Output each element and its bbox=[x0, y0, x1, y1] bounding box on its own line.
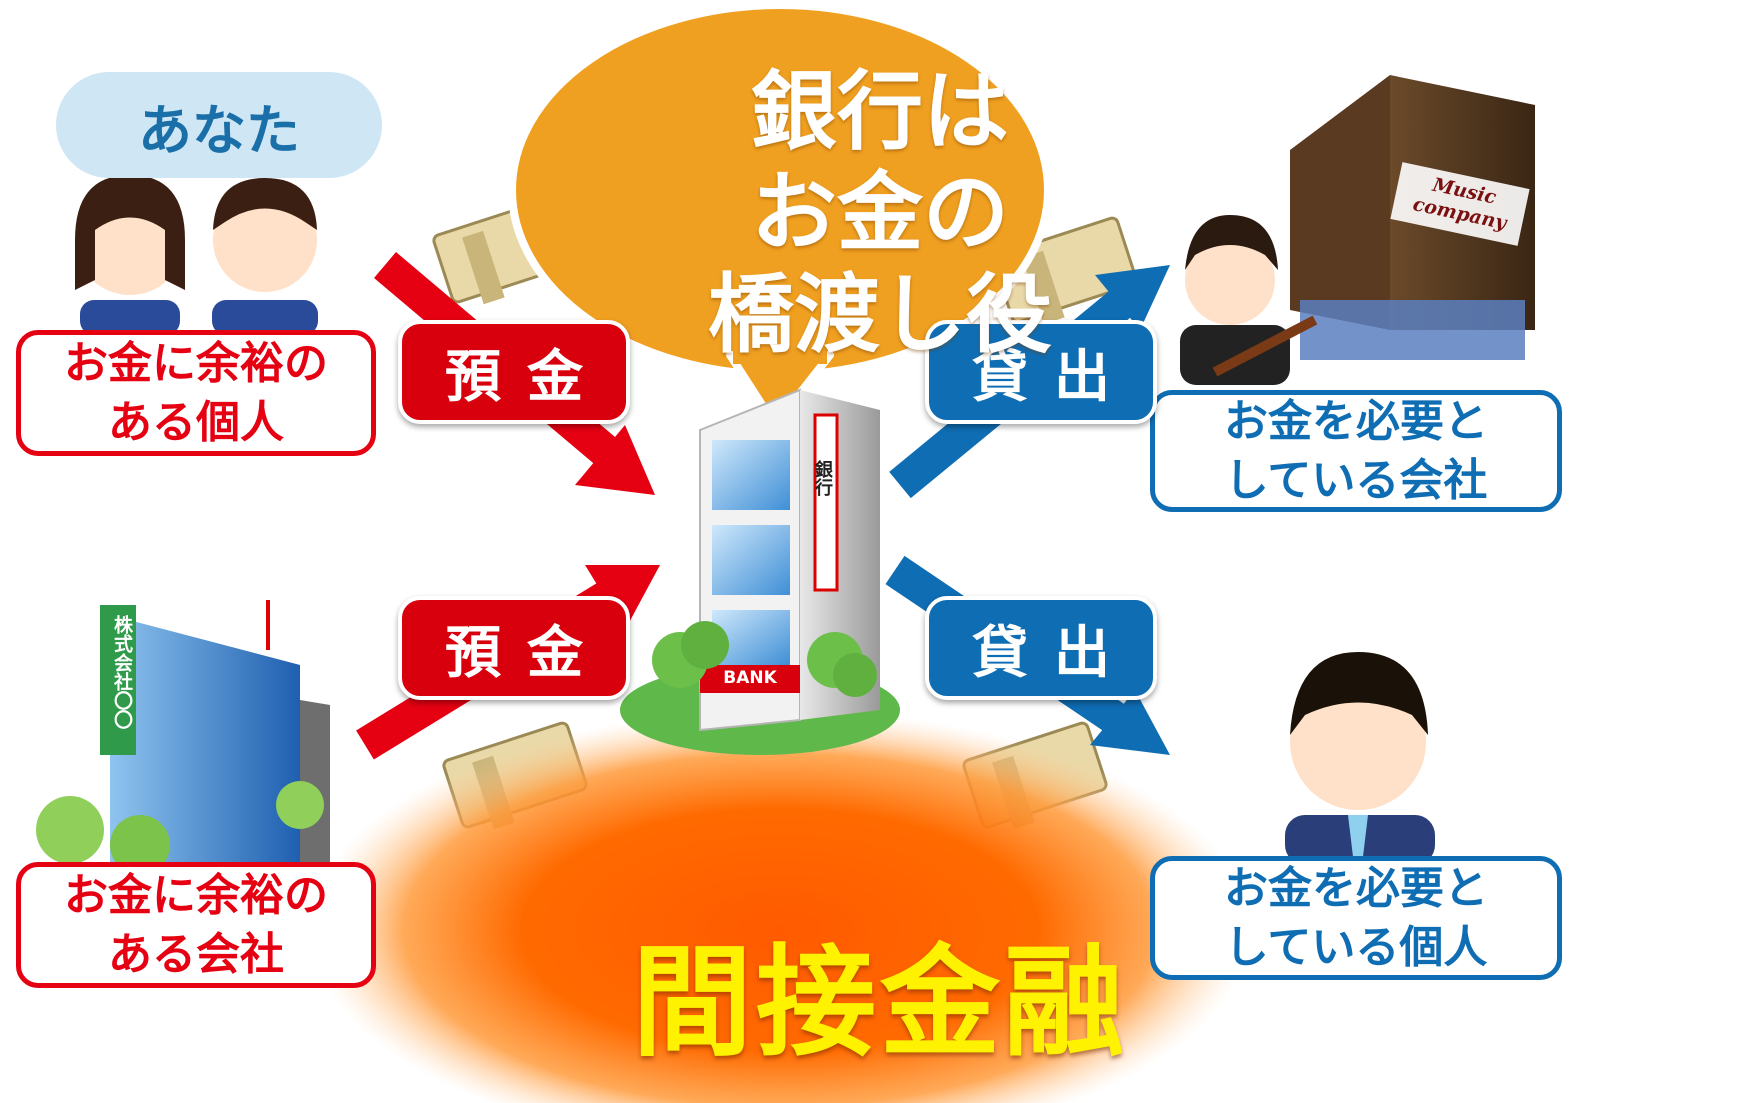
deposit-label-top: 預金 bbox=[398, 320, 630, 424]
bubble-line-3: 橋渡し役 bbox=[708, 264, 1052, 365]
bubble-line-1: 銀行は bbox=[751, 62, 1009, 162]
individual-with-surplus-box: お金に余裕の ある個人 bbox=[16, 330, 376, 456]
loan-label-top: 貸出 bbox=[925, 320, 1157, 424]
indirect-finance-glow bbox=[310, 710, 1250, 1103]
loan-label-bottom: 貸出 bbox=[925, 596, 1157, 700]
company-with-surplus-box: お金に余裕の ある会社 bbox=[16, 862, 376, 988]
businessman-icon bbox=[1285, 652, 1435, 865]
bank-building-icon bbox=[620, 388, 900, 755]
speech-bubble bbox=[508, 1, 1052, 429]
deposit-label-bottom: 預金 bbox=[398, 596, 630, 700]
bubble-text: 銀行は お金の 橋渡し役 bbox=[600, 62, 1160, 366]
box-line-1: お金を必要と bbox=[1224, 395, 1488, 447]
bank-sign: BANK bbox=[723, 668, 777, 688]
students-icon bbox=[75, 175, 318, 335]
individual-needing-money-box: お金を必要と している個人 bbox=[1150, 856, 1562, 980]
company-sign: 株式会社〇〇 bbox=[111, 615, 133, 729]
box-line-1: お金に余裕の bbox=[64, 869, 328, 921]
guitarist-icon bbox=[1180, 215, 1318, 385]
box-line-2: ある個人 bbox=[108, 397, 284, 448]
corporate-building-icon bbox=[36, 600, 330, 885]
bubble-line-2: お金の bbox=[751, 163, 1009, 264]
box-line-2: ある会社 bbox=[108, 929, 284, 980]
music-company-building-icon bbox=[1290, 75, 1535, 360]
box-line-2: している個人 bbox=[1224, 922, 1488, 973]
box-line-1: お金を必要と bbox=[1224, 862, 1488, 914]
indirect-finance-title: 間接金融 bbox=[632, 934, 1128, 1073]
you-label: あなた bbox=[56, 72, 382, 178]
bank-vertical-sign: 銀行 bbox=[812, 460, 833, 496]
box-line-2: している会社 bbox=[1224, 455, 1488, 506]
company-needing-money-box: お金を必要と している会社 bbox=[1150, 390, 1562, 512]
box-line-1: お金に余裕の bbox=[64, 337, 328, 389]
